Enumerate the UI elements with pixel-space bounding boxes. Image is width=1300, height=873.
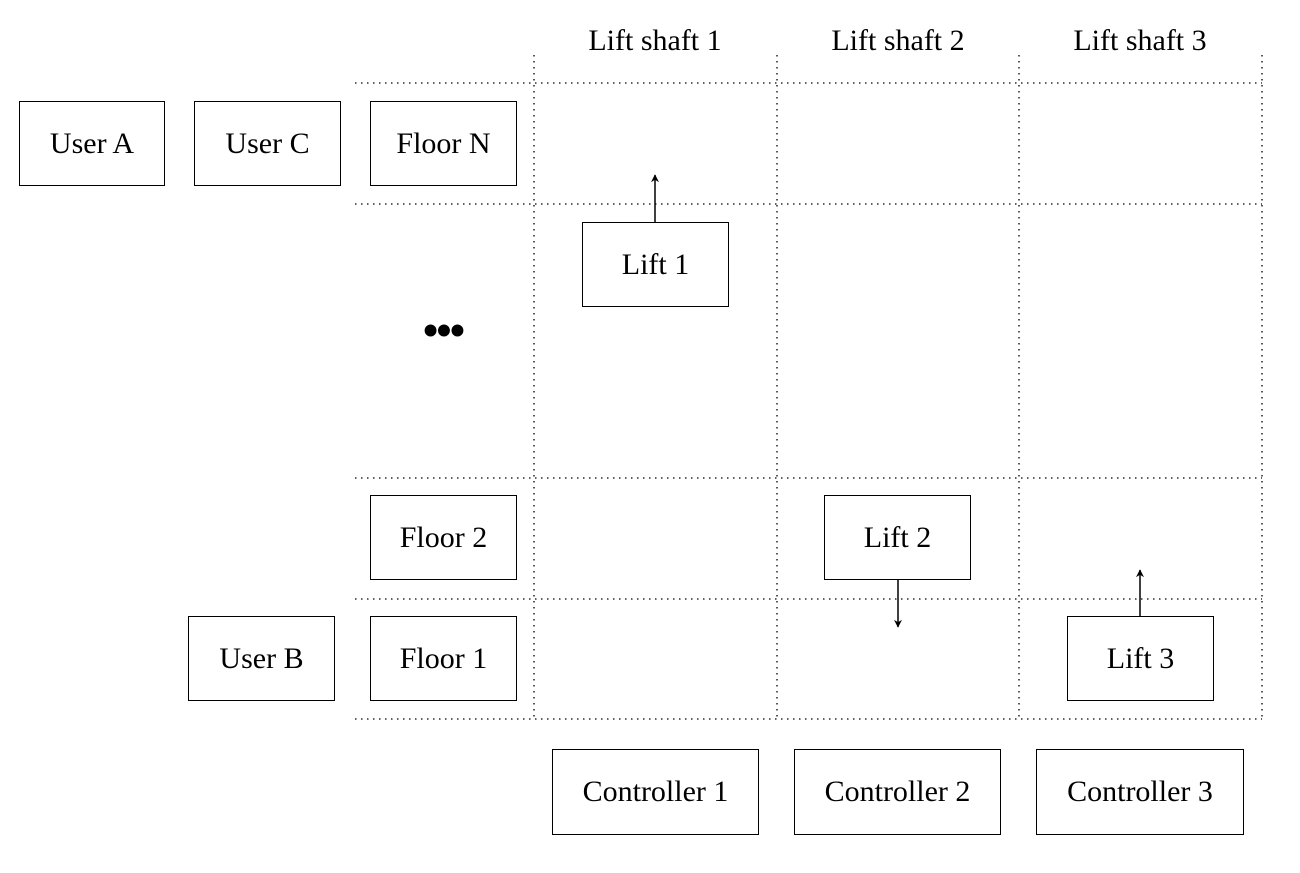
shaft-3-header: Lift shaft 3: [1073, 24, 1207, 57]
floors-ellipsis: •••: [422, 305, 465, 355]
user-a-box: User A: [19, 101, 165, 186]
floor-1-box: Floor 1: [370, 616, 517, 701]
lift-3-box: Lift 3: [1067, 616, 1214, 701]
grid-horizontal-lines: [355, 82, 1262, 720]
lift-2-box: Lift 2: [824, 495, 971, 580]
controller-3-box: Controller 3: [1036, 749, 1244, 835]
floor-n-box: Floor N: [370, 101, 517, 186]
grid-vertical-lines: [533, 55, 1263, 719]
shaft-2-header: Lift shaft 2: [831, 24, 965, 57]
floor-2-box: Floor 2: [370, 495, 517, 580]
lift-direction-arrows: [651, 174, 1144, 628]
lift-1-box: Lift 1: [582, 222, 729, 307]
shaft-1-header: Lift shaft 1: [588, 24, 722, 57]
user-c-box: User C: [194, 101, 341, 186]
controller-2-box: Controller 2: [794, 749, 1001, 835]
controller-1-box: Controller 1: [552, 749, 759, 835]
user-b-box: User B: [188, 616, 335, 701]
